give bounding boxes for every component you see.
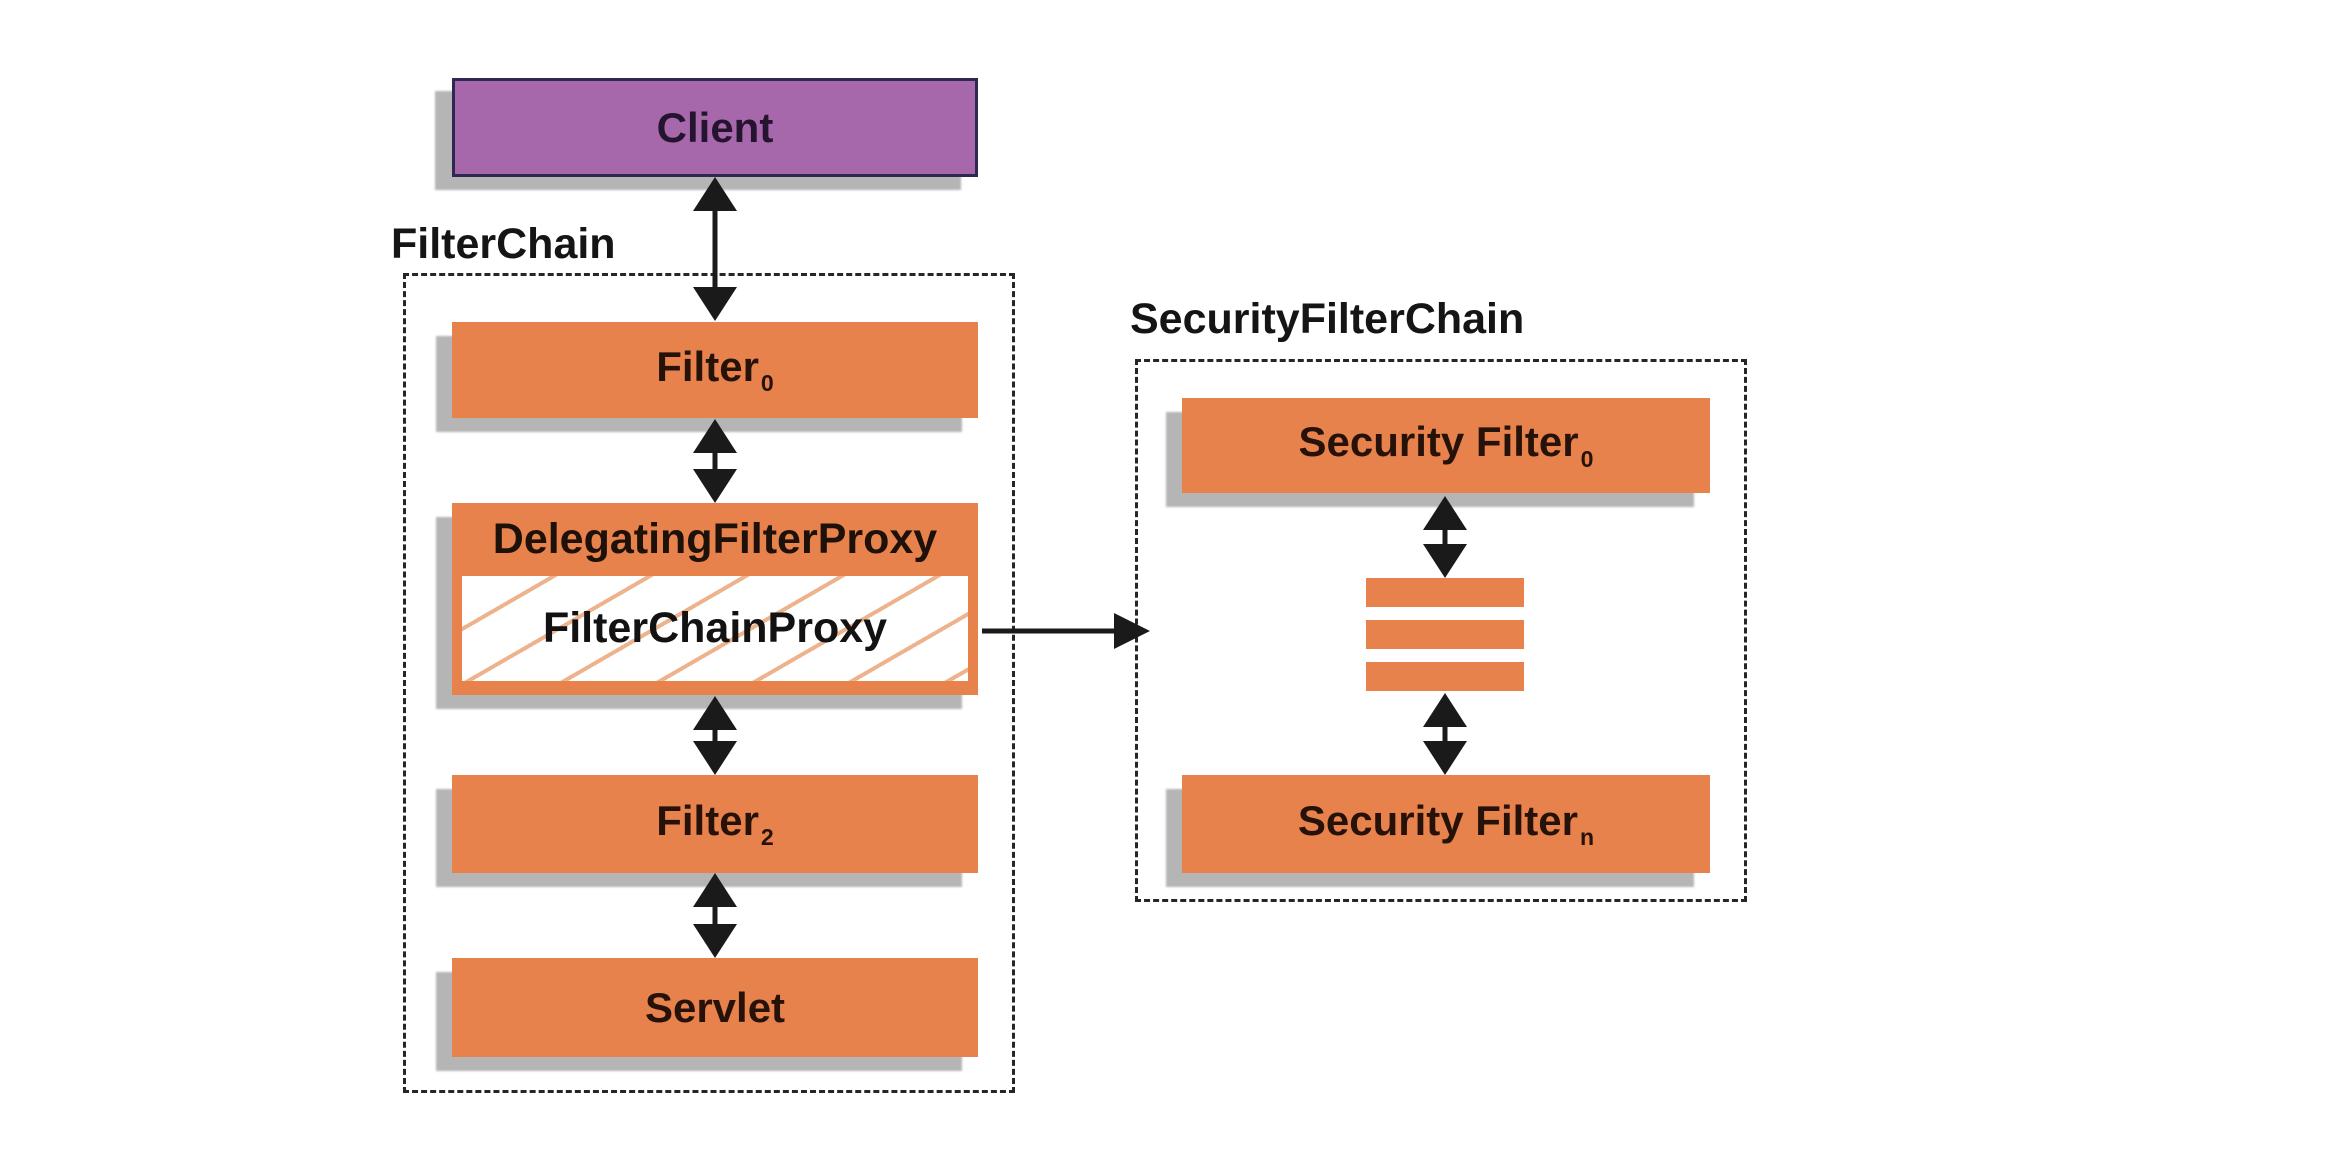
filter2-label: Filter2 [656,797,774,851]
security-filtern-box: Security Filtern [1182,775,1710,873]
filter0-box: Filter0 [452,322,978,418]
delegating-filter-proxy-box: DelegatingFilterProxy FilterChainProxy [452,503,978,695]
securityfilterchain-title: SecurityFilterChain [1130,295,1525,343]
filter2-text: Filter [656,796,759,844]
continuation-bar-2 [1366,620,1524,649]
filter2-subscript: 2 [760,824,774,851]
security-filter0-label: Security Filter0 [1299,418,1594,472]
delegating-filter-proxy-label: DelegatingFilterProxy [492,515,938,563]
filter2-box: Filter2 [452,775,978,873]
servlet-box: Servlet [452,958,978,1057]
filter0-subscript: 0 [760,370,774,397]
continuation-bar-3 [1366,662,1524,691]
filter0-text: Filter [656,342,759,390]
filterchain-boundary [403,273,1015,1093]
filter-chain-proxy-box: FilterChainProxy [462,576,968,681]
security-filtern-subscript: n [1580,824,1595,851]
security-filter0-text: Security Filter [1298,418,1579,466]
filter-chain-proxy-label: FilterChainProxy [542,604,888,652]
security-filtern-label: Security Filtern [1298,797,1594,851]
client-box: Client [452,78,978,177]
filterchain-title: FilterChain [391,220,616,268]
security-filter0-box: Security Filter0 [1182,398,1710,493]
continuation-bar-1 [1366,578,1524,607]
security-filter0-subscript: 0 [1580,445,1594,472]
client-label: Client [656,103,774,151]
filter0-label: Filter0 [656,343,774,397]
security-filtern-text: Security Filter [1297,796,1578,844]
servlet-label: Servlet [644,983,786,1031]
